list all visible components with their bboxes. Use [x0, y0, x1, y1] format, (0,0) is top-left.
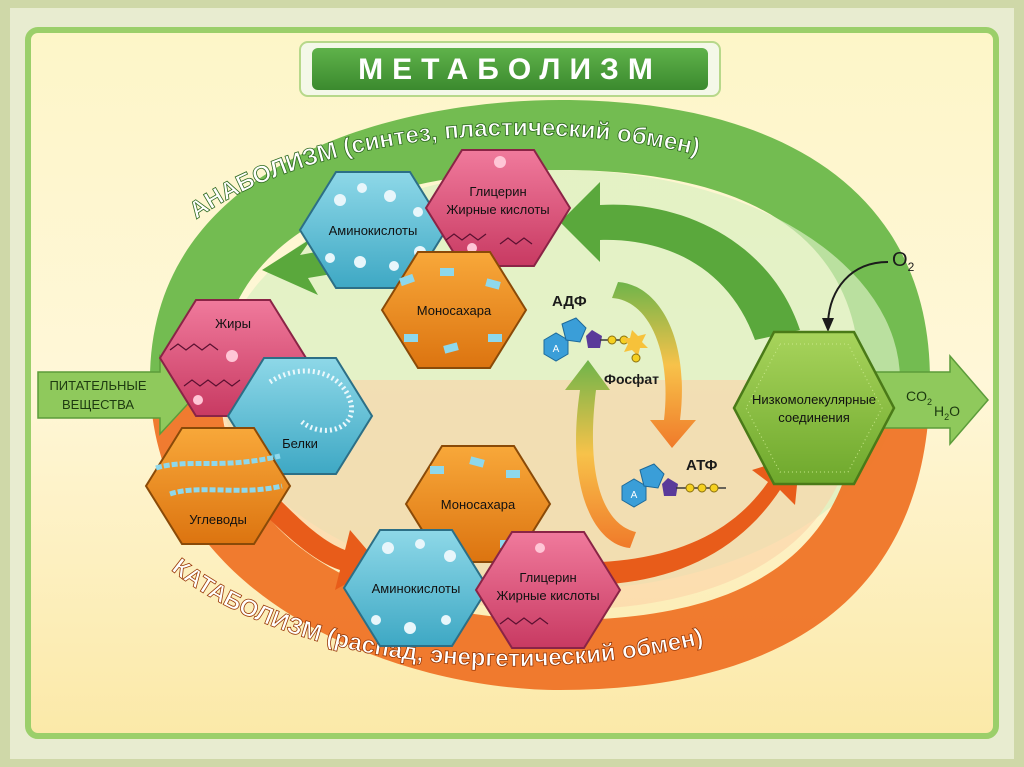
atp-phosphate-3 [709, 483, 719, 493]
hex-fats-label: Жиры [215, 316, 251, 331]
atp-label: АТФ [686, 457, 718, 474]
adp-label: АДФ [552, 293, 587, 310]
oxygen-arrowhead [822, 318, 834, 332]
hex-cat-glycerol-line2: Жирные кислоты [496, 588, 599, 603]
hex-low-molecular-line2: соединения [778, 410, 850, 425]
input-label-line2: ВЕЩЕСТВА [62, 397, 134, 412]
hex-ana-glycerol-line2: Жирные кислоты [446, 202, 549, 217]
hex-ana-aminoacids-label: Аминокислоты [329, 223, 418, 238]
hex-low-molecular: Низкомолекулярные соединения [732, 330, 896, 486]
h2o-label: H2O [934, 403, 960, 422]
adp-adenine-letter: А [553, 344, 560, 355]
title-banner [312, 48, 708, 90]
input-label-line1: ПИТАТЕЛЬНЫЕ [49, 378, 146, 393]
oxygen-arrow [827, 261, 889, 323]
atp-adenine-letter: А [631, 490, 638, 501]
adp-sugar-pentagon [586, 330, 602, 348]
adp-adenine-hexagon [543, 332, 569, 362]
adp-to-atp-arrow [612, 282, 696, 448]
hex-carbs-label: Углеводы [189, 512, 247, 527]
atp-phosphate-2 [697, 483, 707, 493]
hex-ana-monosugars: Моносахара [380, 251, 528, 369]
phosphate-label: Фосфат [604, 371, 659, 387]
atp-molecule: А [621, 463, 726, 508]
catabolism-band [150, 380, 930, 690]
free-phosphate [631, 353, 641, 363]
hex-cat-glycerol-line1: Глицерин [519, 570, 576, 585]
hex-ana-aminoacids: Аминокислоты [298, 171, 448, 289]
atp-phosphate-1 [685, 483, 695, 493]
adp-molecule: А [543, 317, 648, 363]
hex-ana-glycerol: Глицерин Жирные кислоты [424, 149, 572, 267]
input-arrow [37, 354, 198, 436]
atp-ribose-shape [639, 463, 665, 489]
hex-ana-monosugars-label: Моносахара [417, 303, 492, 318]
anabolism-band [150, 100, 930, 380]
atp-adenine-hexagon [621, 478, 647, 508]
hex-ana-glycerol-line1: Глицерин [469, 184, 526, 199]
hex-carbs: Углеводы [144, 427, 292, 545]
anabolism-return-arrow [560, 182, 800, 340]
catabolism-arrow-1 [250, 490, 380, 590]
hex-cat-monosugars-label: Моносахара [441, 497, 516, 512]
atp-to-adp-arrow [565, 360, 636, 548]
co2-label: CO2 [906, 388, 932, 407]
atp-sugar-pentagon [662, 478, 678, 496]
hex-low-molecular-line1: Низкомолекулярные [752, 392, 876, 407]
phosphate-burst-icon [622, 330, 648, 356]
adp-ribose-shape [561, 317, 587, 343]
hex-proteins-label: Белки [282, 436, 318, 451]
oxygen-label: O2 [892, 249, 915, 274]
adp-phosphate-1 [607, 335, 617, 345]
hex-cat-aminoacids-label: Аминокислоты [372, 581, 461, 596]
page-title: МЕТАБОЛИЗМ [358, 53, 662, 86]
hex-cat-aminoacids: Аминокислоты [342, 529, 490, 647]
hex-cat-glycerol: Глицерин Жирные кислоты [474, 531, 622, 649]
